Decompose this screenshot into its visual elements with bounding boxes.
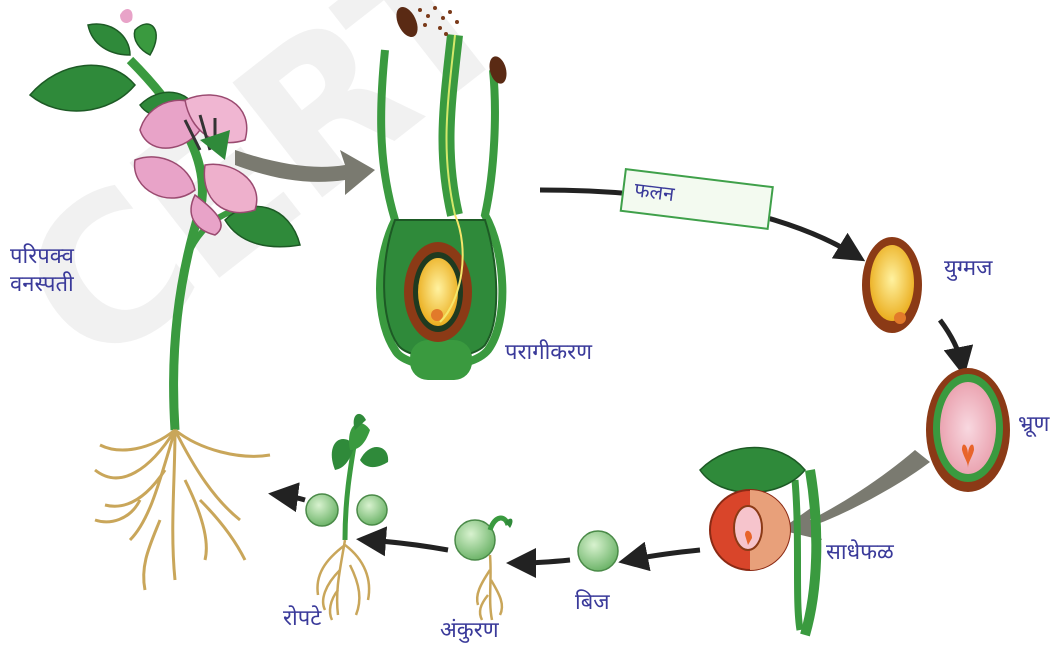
label-germination: अंकुरण — [440, 618, 499, 644]
arrow-to-seed — [630, 550, 700, 560]
fruit — [700, 448, 816, 636]
seedling — [306, 414, 388, 620]
label-seed: बिज — [575, 590, 610, 616]
seed — [578, 531, 618, 571]
grey-arrow-to-fruit — [780, 450, 930, 540]
arrow-to-mature-plant — [280, 495, 305, 500]
label-mature-plant-line1: परिपक्व — [10, 244, 74, 270]
arrow-to-germination — [518, 560, 570, 563]
pistil-pollination — [380, 4, 509, 380]
embryo — [926, 368, 1010, 492]
roots — [95, 430, 270, 590]
mature-plant — [30, 9, 300, 590]
germinating-seed — [455, 518, 512, 620]
label-fruit: साधेफळ — [826, 540, 894, 566]
label-embryo: भ्रूण — [1018, 412, 1049, 438]
grey-arrow-to-pollination — [235, 150, 375, 195]
label-pollination: परागीकरण — [505, 340, 592, 366]
label-mature-plant-line2: वनस्पती — [10, 272, 74, 298]
arrow-to-embryo — [940, 320, 962, 365]
label-seedling: रोपटे — [283, 606, 321, 632]
zygote — [862, 237, 922, 333]
label-zygote: युग्मज — [944, 256, 992, 282]
arrow-to-seedling — [368, 540, 448, 550]
